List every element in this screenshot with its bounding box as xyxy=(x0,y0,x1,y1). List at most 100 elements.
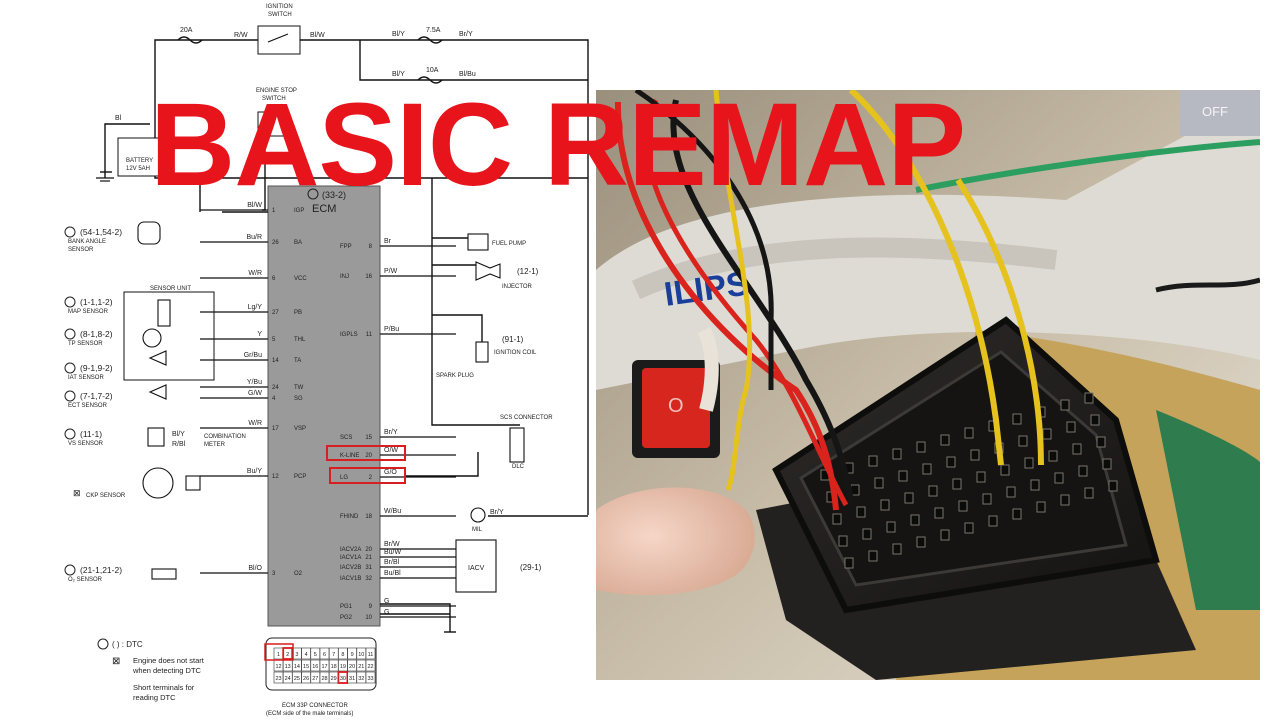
left-component-ref: (54-1,54-2) xyxy=(80,227,122,237)
right-pin-number: 8 xyxy=(369,244,373,250)
connector-pin xyxy=(952,478,962,490)
connector-pin xyxy=(1012,413,1022,425)
left-pin-name: THL xyxy=(294,337,306,343)
fuse-20a-label: 20A xyxy=(180,27,193,34)
connector-terminal xyxy=(365,659,376,672)
right-pin-wire: Br/W xyxy=(384,541,400,548)
iacv-label: IACV xyxy=(468,565,485,572)
left-component-name: ECT SENSOR xyxy=(68,403,108,409)
connector-pin xyxy=(1090,414,1100,426)
connector-terminal-number: 19 xyxy=(340,664,346,670)
ignition-switch xyxy=(257,25,301,55)
connector-terminal-number: 20 xyxy=(349,664,355,670)
connector-pin xyxy=(1030,479,1040,491)
right-pin-number: 10 xyxy=(365,615,372,621)
connector-pin xyxy=(838,535,848,547)
right-pin-name: LG xyxy=(340,475,348,481)
connector-pin xyxy=(1060,494,1070,506)
connector-terminal-number: 33 xyxy=(367,676,373,682)
connector-terminal-number: 21 xyxy=(358,664,364,670)
engine-stop-label-2: SWITCH xyxy=(262,96,286,102)
connector-pin xyxy=(1036,501,1046,513)
right-pin-number: 2 xyxy=(369,475,373,481)
battery-label-1: BATTERY xyxy=(126,158,153,164)
left-pin-wire: G/W xyxy=(248,390,262,397)
left-component-name: TP SENSOR xyxy=(68,341,103,347)
right-pin-wire: G xyxy=(384,609,389,616)
connector-terminal-number: 22 xyxy=(367,664,373,670)
left-pin-number: 17 xyxy=(272,426,279,432)
right-pin-number: 16 xyxy=(365,274,372,280)
connector-terminal-number: 30 xyxy=(340,676,346,682)
connector-terminal-number: 13 xyxy=(285,664,291,670)
connector-terminal-number: 2 xyxy=(286,652,289,658)
left-pin-name: O2 xyxy=(294,571,303,577)
connector-pin xyxy=(946,456,956,468)
connector-pin xyxy=(904,492,914,504)
svg-text:O: O xyxy=(668,395,684,417)
legend-dtc: ( ) : DTC xyxy=(112,640,143,649)
connector-pin xyxy=(1000,464,1010,476)
connector-pin xyxy=(916,441,926,453)
connector-pin xyxy=(1084,487,1094,499)
legend-x-icon: ⊠ xyxy=(112,656,120,667)
connector-pin xyxy=(1066,421,1076,433)
fuse-10a-label: 10A xyxy=(426,67,439,74)
right-pin-name: PG1 xyxy=(340,604,353,610)
connector-pin xyxy=(874,477,884,489)
right-pin-wire: P/W xyxy=(384,268,398,275)
connector-pin xyxy=(892,448,902,460)
right-pin-name: IACV2B xyxy=(340,565,361,571)
wire-r-label: R xyxy=(163,114,168,121)
engine-stop-switch xyxy=(257,111,289,137)
ignition-switch-label-1: IGNITION xyxy=(266,4,293,10)
connector-pin xyxy=(1072,443,1082,455)
left-pin-wire: Bu/Y xyxy=(247,468,263,475)
left-pin-wire: Y/Bu xyxy=(247,379,262,386)
connector-terminal-number: 15 xyxy=(303,664,309,670)
left-pin-number: 5 xyxy=(272,337,276,343)
ecm-label: ECM xyxy=(312,203,336,215)
left-component-ref: (1-1,1-2) xyxy=(80,297,113,307)
sensor-unit-box xyxy=(123,291,215,381)
connector-title-2: (ECM side of the male terminals) xyxy=(266,711,353,717)
right-pin-wire: O/W xyxy=(384,447,398,454)
fuse-75a-label: 7.5A xyxy=(426,27,441,34)
left-component-ref: (8-1,8-2) xyxy=(80,329,113,339)
left-pin-name: TA xyxy=(294,358,301,364)
connector-terminal-number: 14 xyxy=(294,664,300,670)
connector-terminal-number: 5 xyxy=(314,652,317,658)
connector-terminal-number: 10 xyxy=(358,652,364,658)
connector-pin xyxy=(1108,480,1118,492)
connector-pin xyxy=(1102,458,1112,470)
right-pin-name: IGPLS xyxy=(340,332,358,338)
combination-meter-label-1: COMBINATION xyxy=(204,434,246,440)
connector-pin xyxy=(970,449,980,461)
connector-terminal-number: 1 xyxy=(277,652,280,658)
wire-blw-label: Bl/W xyxy=(310,32,325,39)
left-pin-number: 3 xyxy=(272,571,276,577)
left-pin-wire: Y xyxy=(257,331,262,338)
connector-pin xyxy=(1018,435,1028,447)
connector-terminal-number: 8 xyxy=(341,652,344,658)
ckp-x-icon: ⊠ xyxy=(73,488,81,498)
connector-terminal xyxy=(365,647,376,660)
wire-bl-label: Bl xyxy=(115,115,122,122)
right-pin-name: FHIND xyxy=(340,514,359,520)
right-pin-wire: Bu/W xyxy=(384,549,402,556)
headline-title: BASIC REMAP xyxy=(150,79,966,211)
wire-bly2-label: Bl/Y xyxy=(392,71,405,78)
left-component-ref: (9-1,9-2) xyxy=(80,363,113,373)
connector-pin xyxy=(1096,436,1106,448)
ignition-coil-ref: (91-1) xyxy=(502,335,524,344)
left-pin-wire: Lg/Y xyxy=(248,304,263,311)
combination-meter-label-2: METER xyxy=(204,442,226,448)
legend-engine-2: when detecting DTC xyxy=(132,666,202,675)
right-pin-number: 20 xyxy=(365,453,372,459)
right-pin-wire: W/Bu xyxy=(384,508,401,515)
right-pin-wire: Bu/Bl xyxy=(384,570,401,577)
connector-pin xyxy=(922,463,932,475)
right-pin-name: IACV2A xyxy=(340,547,361,553)
